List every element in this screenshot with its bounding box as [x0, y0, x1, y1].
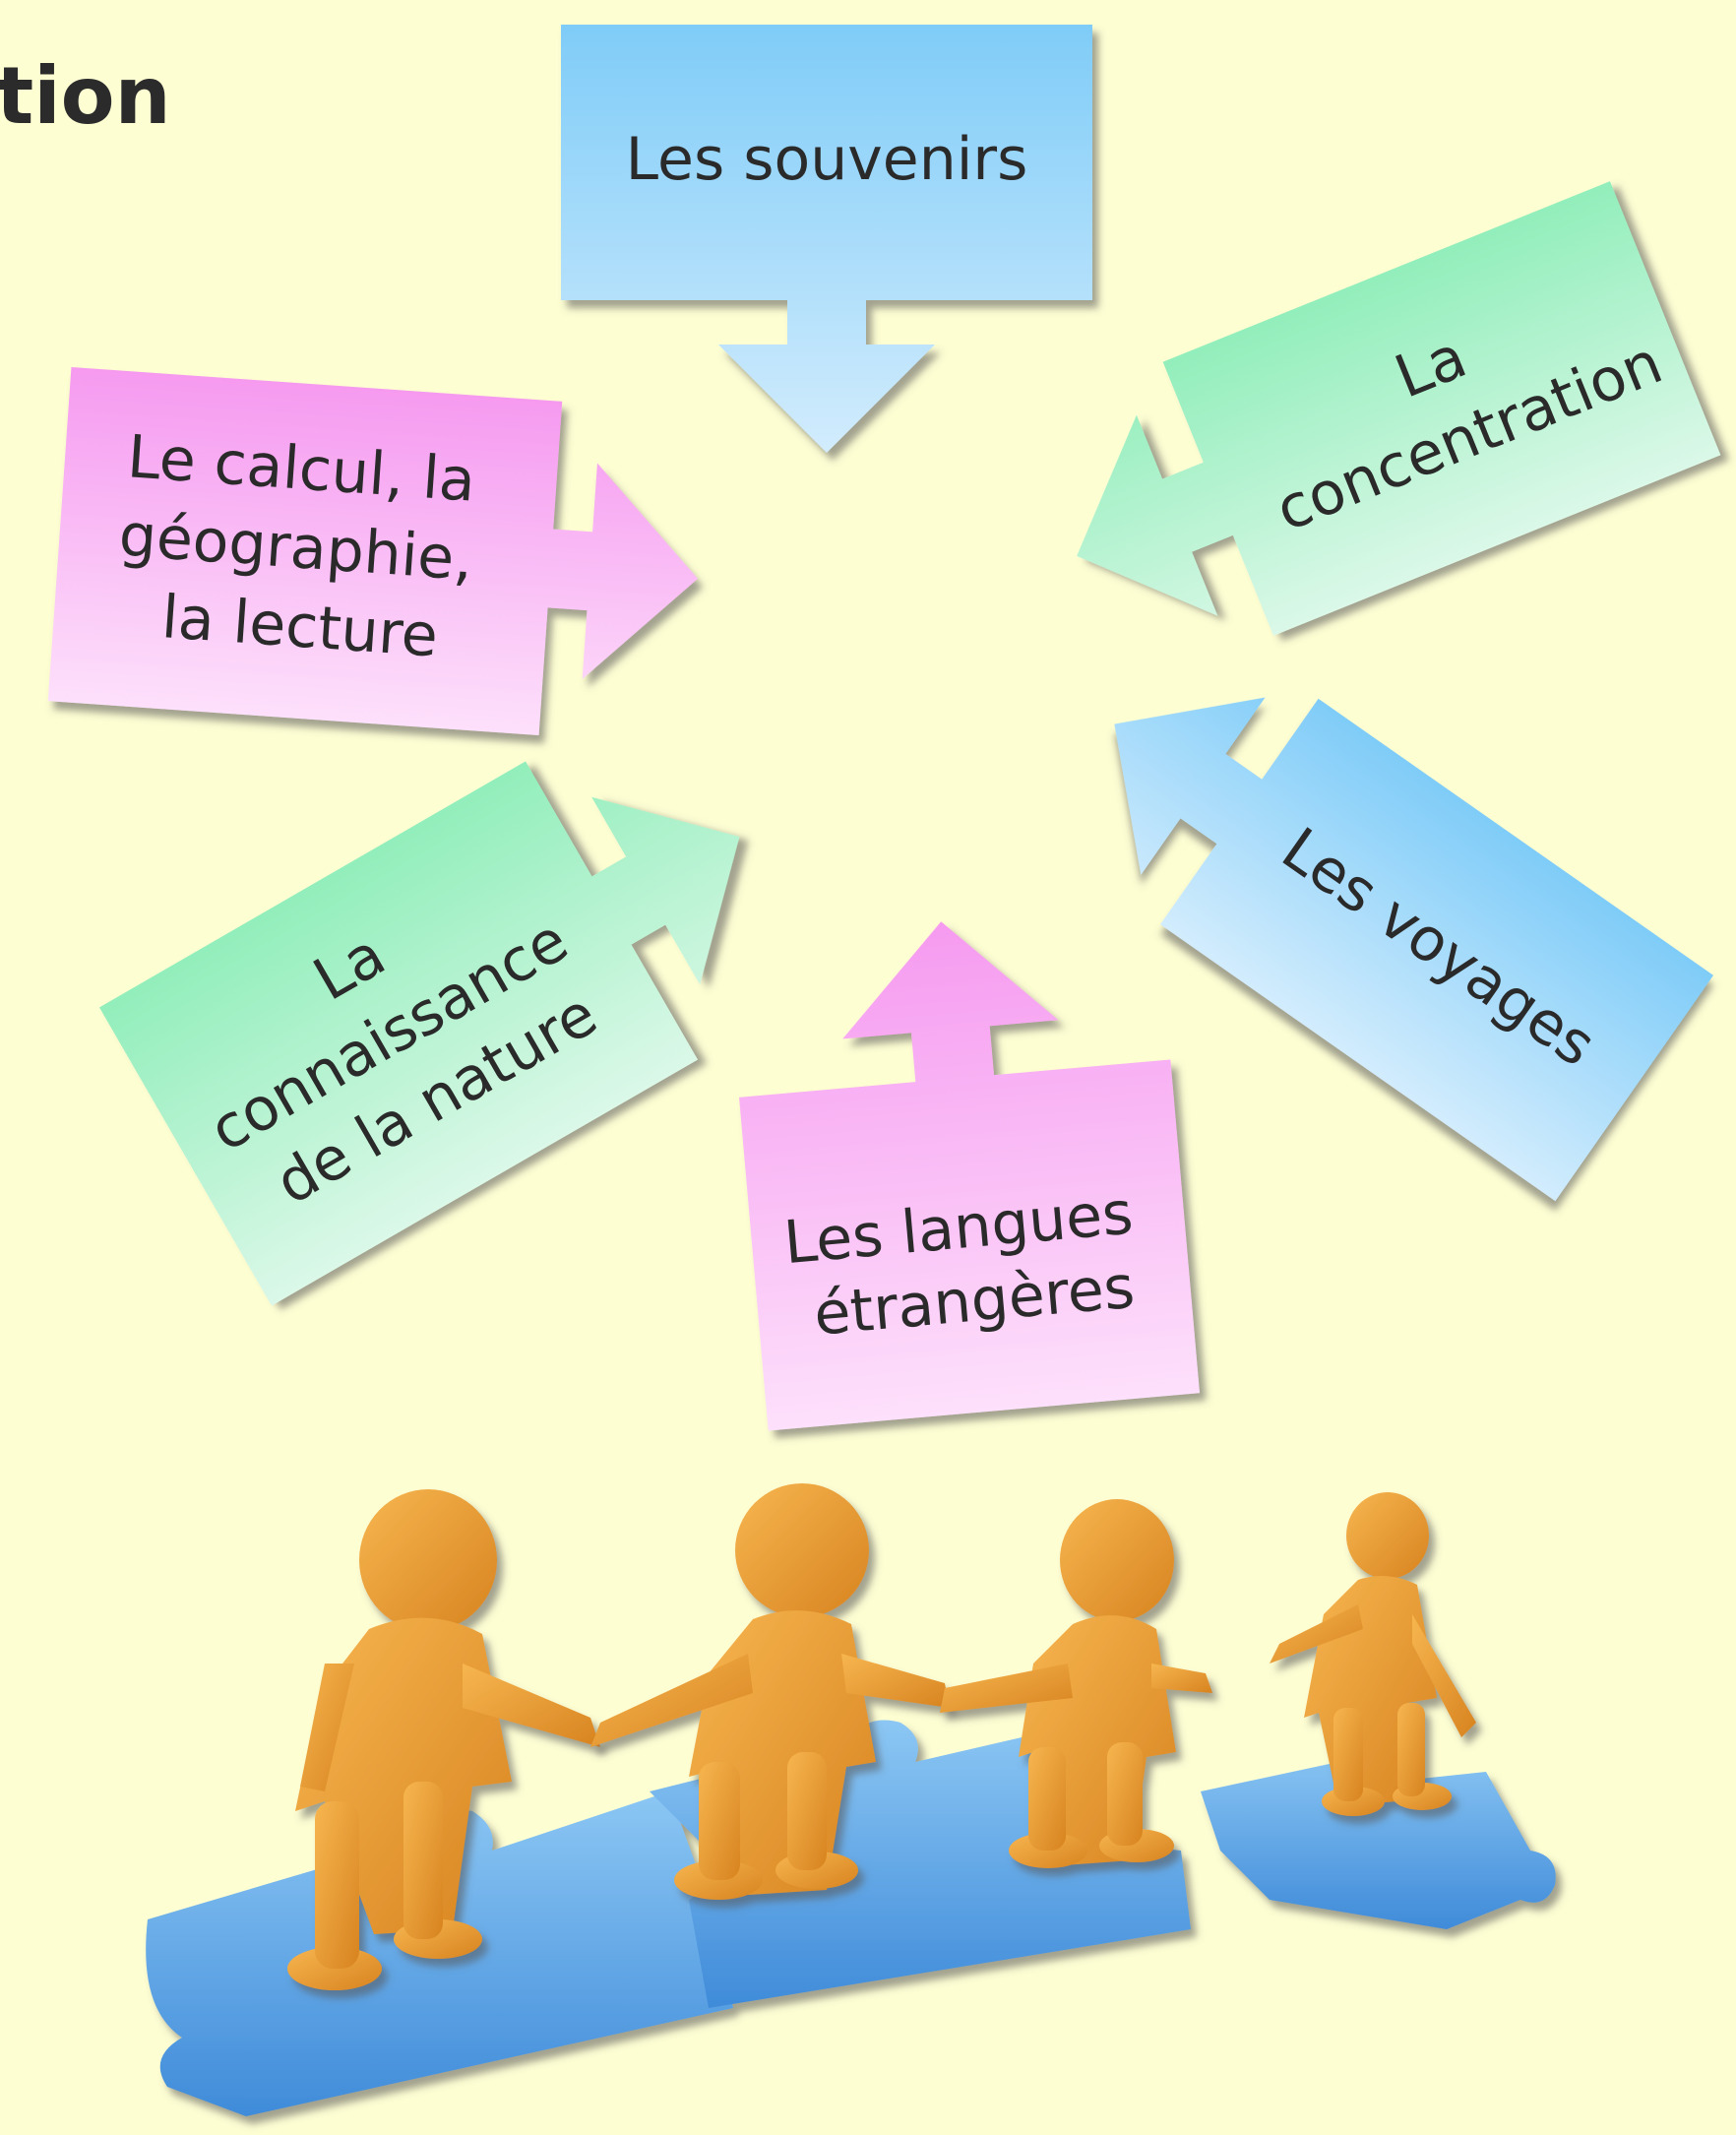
callout-souvenirs: Les souvenirs	[561, 25, 1092, 453]
callout-calcul: Le calcul, la géographie, la lecture	[47, 366, 699, 736]
person-figure	[287, 1489, 600, 1990]
callout-connaissance: La connaissance de la nature	[98, 761, 740, 1306]
callout-langues-shape	[739, 921, 1200, 1431]
person-figure	[1270, 1492, 1476, 1816]
callout-souvenirs-label: Les souvenirs	[626, 125, 1028, 194]
callout-connaissance-shape	[98, 761, 740, 1306]
callout-souvenirs-shape	[561, 25, 1092, 453]
callout-langues: Les langues étrangères	[739, 921, 1200, 1431]
callout-voyages: Les voyages	[1114, 697, 1713, 1202]
person-figure	[590, 1483, 950, 1900]
slide-title: tion	[0, 50, 171, 142]
callout-concentration: La concentration	[1077, 181, 1721, 636]
person-figure	[940, 1499, 1212, 1868]
callout-calcul-shape	[47, 366, 699, 736]
callout-voyages-shape	[1114, 697, 1713, 1202]
puzzle-piece	[1201, 1745, 1556, 1929]
people-on-puzzle-illustration	[146, 1483, 1556, 2116]
callout-concentration-shape	[1077, 181, 1721, 636]
